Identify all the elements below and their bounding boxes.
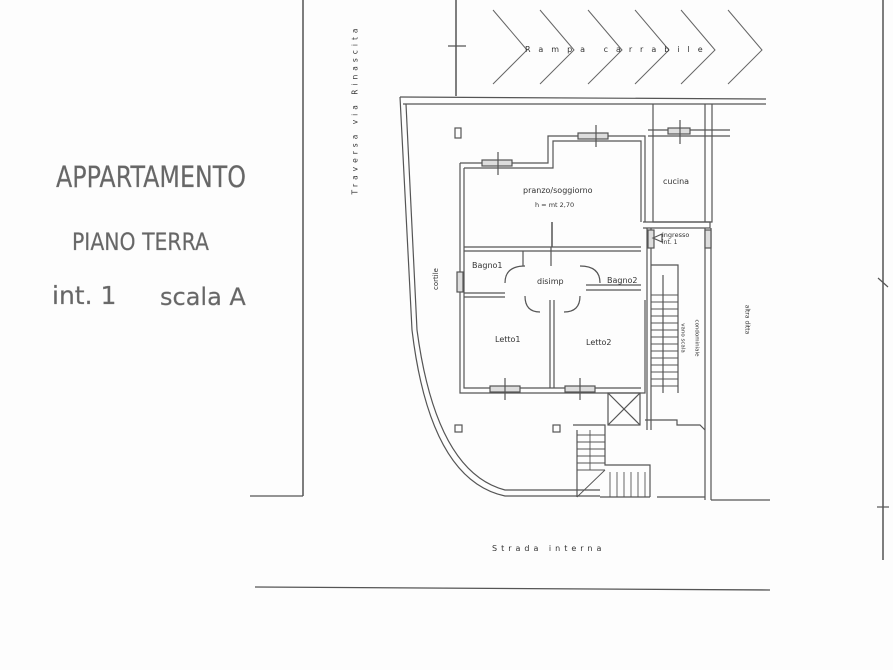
- room-bagno1-label: Bagno1: [472, 261, 503, 270]
- ramp-label: Rampa carrabile: [525, 45, 711, 54]
- room-letto1-label: Letto1: [495, 335, 521, 344]
- title-line1: APPARTAMENTO: [56, 160, 247, 194]
- room-pranzo-height: h = mt 2,70: [535, 201, 575, 209]
- altra-ditta-label: altra ditta: [743, 304, 751, 335]
- room-ingresso-label: ingresso: [662, 231, 690, 239]
- stair-label: scala A: [160, 283, 246, 311]
- ramp-label-text: Rampa carrabile: [525, 45, 711, 54]
- room-ingresso-note: int. 1: [662, 239, 678, 246]
- room-letto2-label: Letto2: [586, 338, 612, 347]
- room-pranzo-label: pranzo/soggiorno: [523, 186, 593, 195]
- cortile-label: cortile: [431, 268, 440, 290]
- street-left-label: Traversa via Rinascita: [350, 24, 360, 195]
- title-line2: PIANO TERRA: [72, 228, 209, 256]
- condominiale-label: condominiale: [693, 319, 700, 357]
- unit-number: int. 1: [52, 281, 117, 310]
- bottom-street-label: Strada interna: [492, 544, 606, 553]
- room-disimp-label: disimp: [537, 277, 564, 286]
- room-bagno2-label: Bagno2: [607, 276, 638, 285]
- vano-scala-label: vano scala: [679, 323, 686, 353]
- room-cucina-label: cucina: [663, 177, 690, 186]
